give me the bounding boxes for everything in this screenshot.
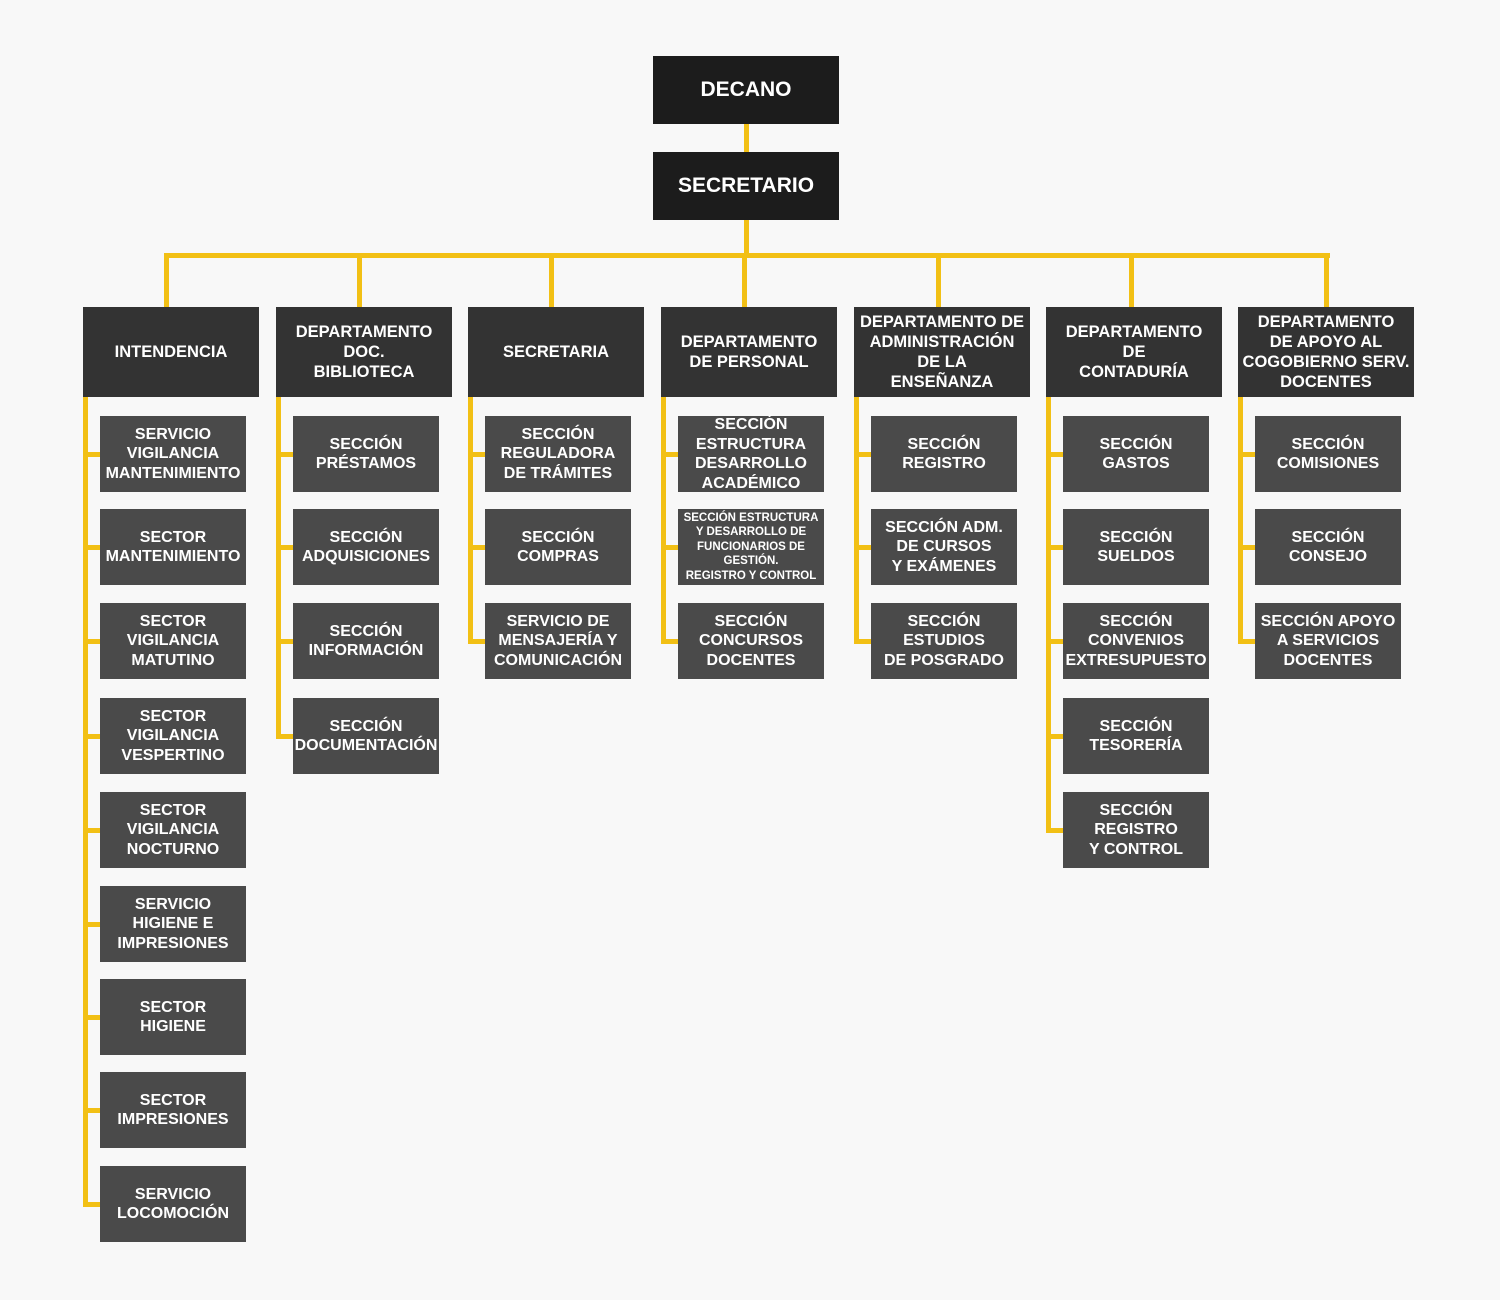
section-box-3-2: SECCIÓN CONCURSOS DOCENTES [678, 603, 824, 679]
connector-elbow-5-1 [1046, 545, 1065, 550]
department-box-0: INTENDENCIA [83, 307, 259, 397]
connector-elbow-5-0 [1046, 452, 1065, 457]
section-box-2-1: SECCIÓN COMPRAS [485, 509, 631, 585]
section-box-0-1: SECTOR MANTENIMIENTO [100, 509, 246, 585]
connector-elbow-0-3 [83, 734, 102, 739]
section-box-0-5: SERVICIO HIGIENE E IMPRESIONES [100, 886, 246, 962]
connector-spine-4 [854, 397, 859, 643]
department-box-2: SECRETARIA [468, 307, 644, 397]
connector-elbow-0-2 [83, 639, 102, 644]
connector-elbow-3-2 [661, 639, 680, 644]
section-box-6-0: SECCIÓN COMISIONES [1255, 416, 1401, 492]
section-box-6-1: SECCIÓN CONSEJO [1255, 509, 1401, 585]
connector-elbow-1-3 [276, 734, 295, 739]
connector-elbow-4-0 [854, 452, 873, 457]
section-box-2-2: SERVICIO DE MENSAJERÍA Y COMUNICACIÓN [485, 603, 631, 679]
connector-stub-3 [742, 255, 747, 308]
connector-spine-3 [661, 397, 666, 643]
section-box-0-4: SECTOR VIGILANCIA NOCTURNO [100, 792, 246, 868]
connector-elbow-3-1 [661, 545, 680, 550]
section-box-1-1: SECCIÓN ADQUISICIONES [293, 509, 439, 585]
connector-stub-6 [1324, 255, 1329, 308]
section-box-5-1: SECCIÓN SUELDOS [1063, 509, 1209, 585]
section-box-1-2: SECCIÓN INFORMACIÓN [293, 603, 439, 679]
connector-spine-1 [276, 397, 281, 738]
section-box-0-7: SECTOR IMPRESIONES [100, 1072, 246, 1148]
connector-spine-6 [1238, 397, 1243, 643]
connector-spine-2 [468, 397, 473, 643]
connector-stub-2 [549, 255, 554, 308]
connector-decano-secretario [744, 123, 749, 153]
section-box-5-2: SECCIÓN CONVENIOS EXTRESUPUESTO [1063, 603, 1209, 679]
section-box-6-2: SECCIÓN APOYO A SERVICIOS DOCENTES [1255, 603, 1401, 679]
connector-elbow-3-0 [661, 452, 680, 457]
connector-elbow-0-1 [83, 545, 102, 550]
section-box-0-0: SERVICIO VIGILANCIA MANTENIMIENTO [100, 416, 246, 492]
connector-elbow-1-0 [276, 452, 295, 457]
department-box-6: DEPARTAMENTO DE APOYO AL COGOBIERNO SERV… [1238, 307, 1414, 397]
connector-elbow-6-1 [1238, 545, 1257, 550]
section-box-4-1: SECCIÓN ADM. DE CURSOS Y EXÁMENES [871, 509, 1017, 585]
connector-stub-1 [357, 255, 362, 308]
connector-elbow-5-3 [1046, 734, 1065, 739]
section-box-4-0: SECCIÓN REGISTRO [871, 416, 1017, 492]
connector-stub-0 [164, 255, 169, 308]
secretario-box: SECRETARIO [653, 152, 839, 220]
section-box-2-0: SECCIÓN REGULADORA DE TRÁMITES [485, 416, 631, 492]
section-box-0-3: SECTOR VIGILANCIA VESPERTINO [100, 698, 246, 774]
connector-stub-5 [1129, 255, 1134, 308]
section-box-0-2: SECTOR VIGILANCIA MATUTINO [100, 603, 246, 679]
connector-elbow-5-4 [1046, 828, 1065, 833]
department-box-3: DEPARTAMENTO DE PERSONAL [661, 307, 837, 397]
section-box-5-0: SECCIÓN GASTOS [1063, 416, 1209, 492]
connector-elbow-2-1 [468, 545, 487, 550]
connector-elbow-0-6 [83, 1015, 102, 1020]
section-box-4-2: SECCIÓN ESTUDIOS DE POSGRADO [871, 603, 1017, 679]
connector-elbow-0-8 [83, 1202, 102, 1207]
connector-elbow-0-0 [83, 452, 102, 457]
section-box-5-3: SECCIÓN TESORERÍA [1063, 698, 1209, 774]
connector-stub-4 [936, 255, 941, 308]
connector-elbow-5-2 [1046, 639, 1065, 644]
connector-elbow-0-7 [83, 1108, 102, 1113]
connector-elbow-2-2 [468, 639, 487, 644]
section-box-0-6: SECTOR HIGIENE [100, 979, 246, 1055]
department-box-1: DEPARTAMENTO DOC. BIBLIOTECA [276, 307, 452, 397]
connector-secretario-down [744, 219, 749, 257]
connector-elbow-4-1 [854, 545, 873, 550]
connector-spine-5 [1046, 397, 1051, 832]
decano-box: DECANO [653, 56, 839, 124]
section-box-3-0: SECCIÓN ESTRUCTURA DESARROLLO ACADÉMICO [678, 416, 824, 492]
connector-elbow-6-2 [1238, 639, 1257, 644]
connector-elbow-0-4 [83, 828, 102, 833]
section-box-3-1: SECCIÓN ESTRUCTURA Y DESARROLLO DE FUNCI… [678, 509, 824, 585]
connector-elbow-0-5 [83, 922, 102, 927]
connector-elbow-1-1 [276, 545, 295, 550]
connector-elbow-4-2 [854, 639, 873, 644]
connector-elbow-2-0 [468, 452, 487, 457]
connector-elbow-6-0 [1238, 452, 1257, 457]
section-box-5-4: SECCIÓN REGISTRO Y CONTROL [1063, 792, 1209, 868]
section-box-1-3: SECCIÓN DOCUMENTACIÓN [293, 698, 439, 774]
connector-department-bus [164, 253, 1330, 258]
connector-elbow-1-2 [276, 639, 295, 644]
section-box-0-8: SERVICIO LOCOMOCIÓN [100, 1166, 246, 1242]
department-box-4: DEPARTAMENTO DE ADMINISTRACIÓN DE LA ENS… [854, 307, 1030, 397]
connector-spine-0 [83, 397, 88, 1206]
department-box-5: DEPARTAMENTO DE CONTADURÍA [1046, 307, 1222, 397]
section-box-1-0: SECCIÓN PRÉSTAMOS [293, 416, 439, 492]
